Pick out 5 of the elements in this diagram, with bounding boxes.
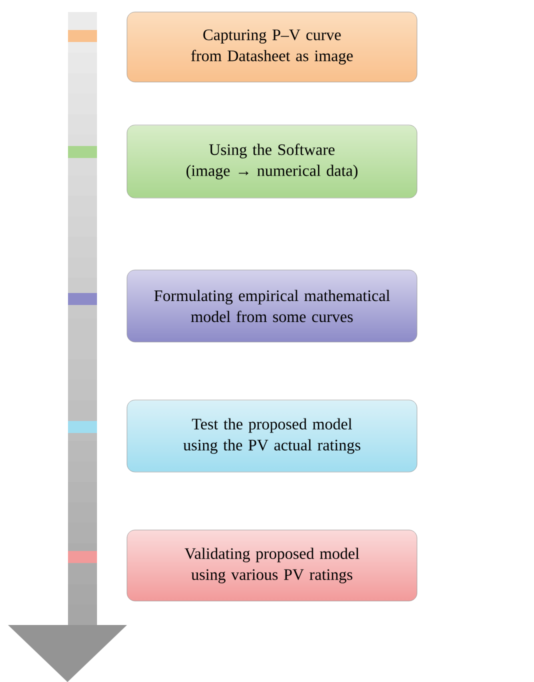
step-box: Capturing P–V curve from Datasheet as image	[126, 12, 418, 82]
step-box: Test the proposed model using the PV actual ratings	[126, 400, 418, 472]
step-box: Validating proposed model using various PV ratings	[126, 530, 418, 602]
step-box: Formulating empirical mathematical model from some curves	[126, 270, 418, 342]
step-box: Using the Software (image → numerical data)	[126, 124, 418, 198]
